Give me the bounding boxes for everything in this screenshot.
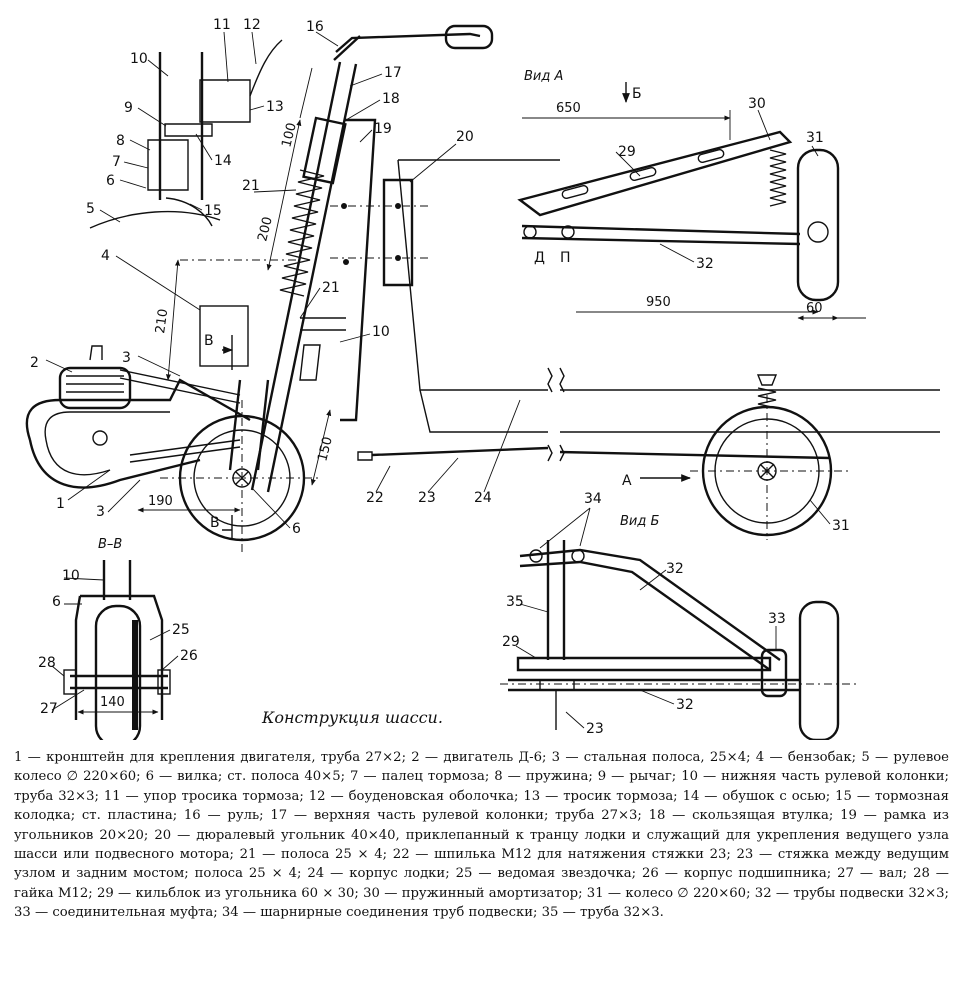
section-bb-label: В–В bbox=[98, 537, 122, 552]
callout-32b: 32 bbox=[666, 561, 684, 577]
callout-19: 19 bbox=[374, 121, 392, 137]
callout-35: 35 bbox=[506, 594, 524, 610]
point-d-label: Д bbox=[534, 250, 545, 266]
callout-16: 16 bbox=[306, 19, 324, 35]
callout-7: 7 bbox=[112, 154, 121, 170]
callout-14: 14 bbox=[214, 153, 232, 169]
dim-210: 210 bbox=[153, 308, 171, 335]
callout-21a: 21 bbox=[242, 178, 260, 194]
handlebar bbox=[335, 32, 481, 53]
callout-31b: 31 bbox=[832, 518, 850, 534]
callout-21b: 21 bbox=[322, 280, 340, 296]
dim-190: 190 bbox=[148, 494, 173, 509]
view-a bbox=[517, 82, 866, 321]
callout-28: 28 bbox=[38, 655, 56, 671]
callout-25: 25 bbox=[172, 622, 190, 638]
callout-3a: 3 bbox=[122, 350, 131, 366]
section-mark-bottom: В bbox=[210, 515, 220, 531]
callout-8: 8 bbox=[116, 133, 125, 149]
callout-12: 12 bbox=[243, 17, 261, 33]
dim-100: 100 bbox=[279, 121, 300, 149]
callout-10b: 10 bbox=[372, 324, 390, 340]
callout-26: 26 bbox=[180, 648, 198, 664]
callout-23b: 23 bbox=[586, 721, 604, 737]
callout-24: 24 bbox=[474, 490, 492, 506]
tube-35 bbox=[546, 540, 566, 660]
callout-2: 2 bbox=[30, 355, 39, 371]
callout-29b: 29 bbox=[502, 634, 520, 650]
view-b-label: Вид Б bbox=[620, 514, 659, 529]
callout-3b: 3 bbox=[96, 504, 105, 520]
point-p-label: П bbox=[560, 250, 571, 266]
callout-4: 4 bbox=[101, 248, 110, 264]
callout-22: 22 bbox=[366, 490, 384, 506]
dim-150: 150 bbox=[315, 435, 336, 463]
dim-650: 650 bbox=[556, 101, 581, 116]
view-a-label: Вид А bbox=[524, 69, 563, 84]
callout-10a: 10 bbox=[130, 51, 148, 67]
callout-34: 34 bbox=[584, 491, 602, 507]
callout-13: 13 bbox=[266, 99, 284, 115]
callout-29a: 29 bbox=[618, 144, 636, 160]
callout-30: 30 bbox=[748, 96, 766, 112]
callout-6c: 6 bbox=[52, 594, 61, 610]
arrow-b-label: Б bbox=[632, 86, 642, 102]
chassis-drawing: Вид А Б Вид Б В–В А В В Д П 190 210 200 … bbox=[25, 17, 940, 740]
leader-lines bbox=[45, 31, 831, 729]
callout-10c: 10 bbox=[62, 568, 80, 584]
callout-15: 15 bbox=[204, 203, 222, 219]
handlebar-grip bbox=[444, 24, 494, 50]
arrow-a-label: А bbox=[622, 473, 632, 489]
callout-17: 17 bbox=[384, 65, 402, 81]
dim-950: 950 bbox=[646, 295, 671, 310]
callout-20: 20 bbox=[456, 129, 474, 145]
callout-32a: 32 bbox=[696, 256, 714, 272]
callout-6a: 6 bbox=[106, 173, 115, 189]
callout-9: 9 bbox=[124, 100, 133, 116]
dim-140: 140 bbox=[100, 695, 125, 710]
dim-60: 60 bbox=[806, 301, 823, 316]
figure-caption-title: Конструкция шасси. bbox=[262, 708, 443, 727]
callout-11: 11 bbox=[213, 17, 231, 33]
callout-33: 33 bbox=[768, 611, 786, 627]
view-b bbox=[500, 540, 860, 740]
callout-1: 1 bbox=[56, 496, 65, 512]
dim-200: 200 bbox=[255, 215, 276, 243]
callout-6b: 6 bbox=[292, 521, 301, 537]
section-bb bbox=[63, 560, 171, 740]
callout-18: 18 bbox=[382, 91, 400, 107]
main-side-view bbox=[25, 24, 940, 555]
callout-23a: 23 bbox=[418, 490, 436, 506]
figure-legend: 1 — кронштейн для крепления двигателя, т… bbox=[14, 750, 949, 921]
callout-31a: 31 bbox=[806, 130, 824, 146]
callout-5: 5 bbox=[86, 201, 95, 217]
callout-32c: 32 bbox=[676, 697, 694, 713]
callout-27: 27 bbox=[40, 701, 58, 717]
section-mark-top: В bbox=[204, 333, 214, 349]
